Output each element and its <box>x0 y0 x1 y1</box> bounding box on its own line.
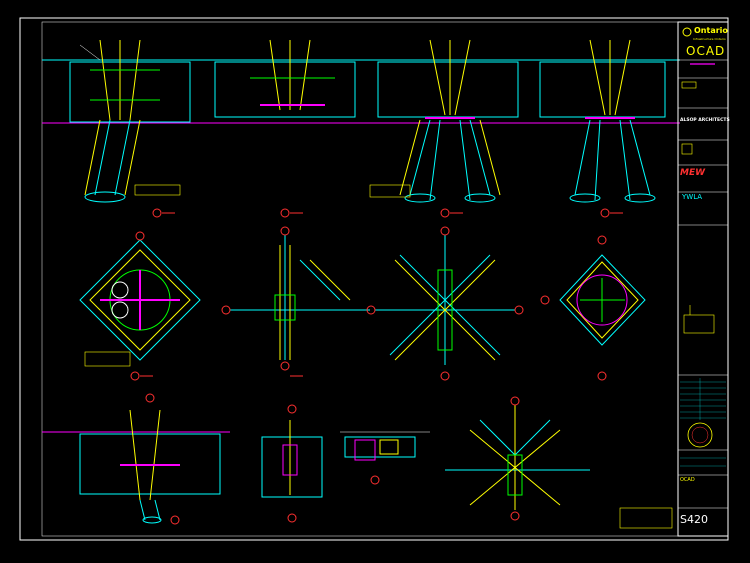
general-notes-box <box>619 507 673 529</box>
architect-name: ALSOP ARCHITECTS <box>680 118 730 123</box>
detail-elevation-4 <box>525 39 680 218</box>
title-block <box>677 21 729 537</box>
detail-section-2 <box>261 404 323 523</box>
detail-elevation-3 <box>360 39 525 218</box>
project-title: OCAD <box>680 477 695 483</box>
detail-section-4 <box>445 396 590 521</box>
project-logo-text: OCAD <box>686 44 726 58</box>
consultant-2-logo: YWLA <box>682 193 703 201</box>
detail-plan-1 <box>79 231 201 381</box>
consultant-1-logo: MEW <box>680 168 706 178</box>
detail-elevation-2 <box>210 39 360 218</box>
detail-plan-3 <box>366 226 524 381</box>
engineer-seal-icon <box>687 422 713 448</box>
client-logo-text: Ontario <box>694 26 728 35</box>
detail-section-1 <box>42 393 230 525</box>
detail-elevation-1 <box>42 39 210 218</box>
detail-section-3 <box>340 431 430 485</box>
client-sub-text: Infrastructure Ontario <box>693 37 726 41</box>
detail-plan-4 <box>540 235 646 381</box>
ontario-logo-icon <box>682 27 692 37</box>
key-plan-icon <box>683 314 715 334</box>
sheet-outer-border <box>19 17 729 541</box>
detail-plan-2 <box>221 226 370 377</box>
sheet-number: S420 <box>680 513 708 526</box>
